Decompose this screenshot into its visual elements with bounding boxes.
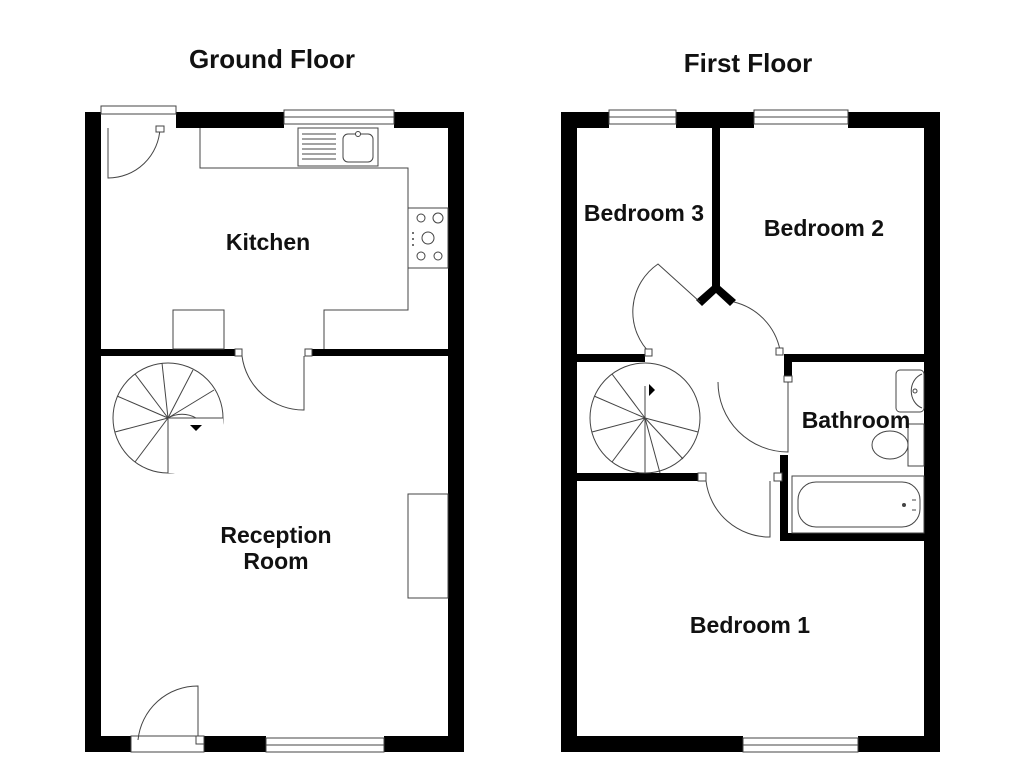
sink-icon (297, 127, 379, 167)
bath-icon (791, 475, 925, 534)
bedroom-partition (712, 128, 720, 288)
bedroom-partition-split (696, 286, 736, 306)
landing-wall-top (577, 354, 645, 362)
bedroom1-door (697, 472, 771, 538)
first-left-wall (561, 112, 577, 752)
bathroom-wall-bottom (780, 533, 924, 541)
bathroom-wall-left-lower (780, 455, 788, 541)
landing-wall-bottom (577, 473, 698, 481)
first-top-wall-right (848, 112, 940, 128)
first-right-wall (924, 112, 940, 752)
first-top-wall-left (561, 112, 609, 128)
first-bottom-wall-right (858, 736, 940, 752)
hob-icon (407, 207, 449, 269)
first-top-wall-mid (676, 112, 754, 128)
ground-bottom-window (265, 737, 385, 753)
ground-top-wall-left (176, 112, 284, 128)
ground-interior-wall-left (101, 349, 235, 356)
bedroom2-door (733, 301, 784, 356)
bedroom1-label: Bedroom 1 (690, 612, 810, 638)
ground-bottom-wall-right (384, 736, 464, 752)
reception-label-line2: Room (243, 548, 308, 574)
back-door (100, 105, 177, 179)
bedroom3-label: Bedroom 3 (584, 200, 704, 226)
bathroom-label: Bathroom (802, 407, 911, 433)
ground-right-wall (448, 112, 464, 752)
bedroom3-window (608, 109, 677, 125)
bedroom3-door (632, 263, 701, 357)
bathroom-wall-top (784, 354, 924, 362)
kitchen-door (234, 348, 313, 411)
kitchen-label: Kitchen (226, 229, 310, 255)
reception-label-line1: Reception (220, 522, 331, 548)
first-floor-plan: Bedroom 3 Bedroom 2 Bathroom Bedroom 1 (561, 109, 940, 753)
ground-spiral-staircase (112, 362, 224, 474)
bathroom-wall-left-upper (784, 354, 792, 380)
reception-fireplace (407, 493, 449, 599)
ground-top-wall-right (394, 112, 464, 128)
bedroom1-window (742, 737, 859, 753)
ground-left-wall (85, 112, 101, 752)
ground-floor-title: Ground Floor (189, 44, 355, 74)
ground-top-window (283, 109, 395, 125)
bathroom-door (717, 375, 793, 482)
ground-floor-plan: Kitchen Reception Room (85, 105, 464, 753)
bedroom2-window (753, 109, 849, 125)
ground-interior-wall-right (312, 349, 448, 356)
ground-bottom-wall-left (85, 736, 131, 752)
first-spiral-staircase (589, 362, 701, 474)
toilet-icon (871, 423, 925, 467)
front-door (130, 685, 205, 753)
first-floor-title: First Floor (684, 48, 813, 78)
ground-bottom-wall-mid (204, 736, 266, 752)
first-bottom-wall-left (561, 736, 743, 752)
kitchen-cupboard (172, 309, 225, 350)
bedroom2-label: Bedroom 2 (764, 215, 884, 241)
basin-icon (895, 369, 925, 413)
